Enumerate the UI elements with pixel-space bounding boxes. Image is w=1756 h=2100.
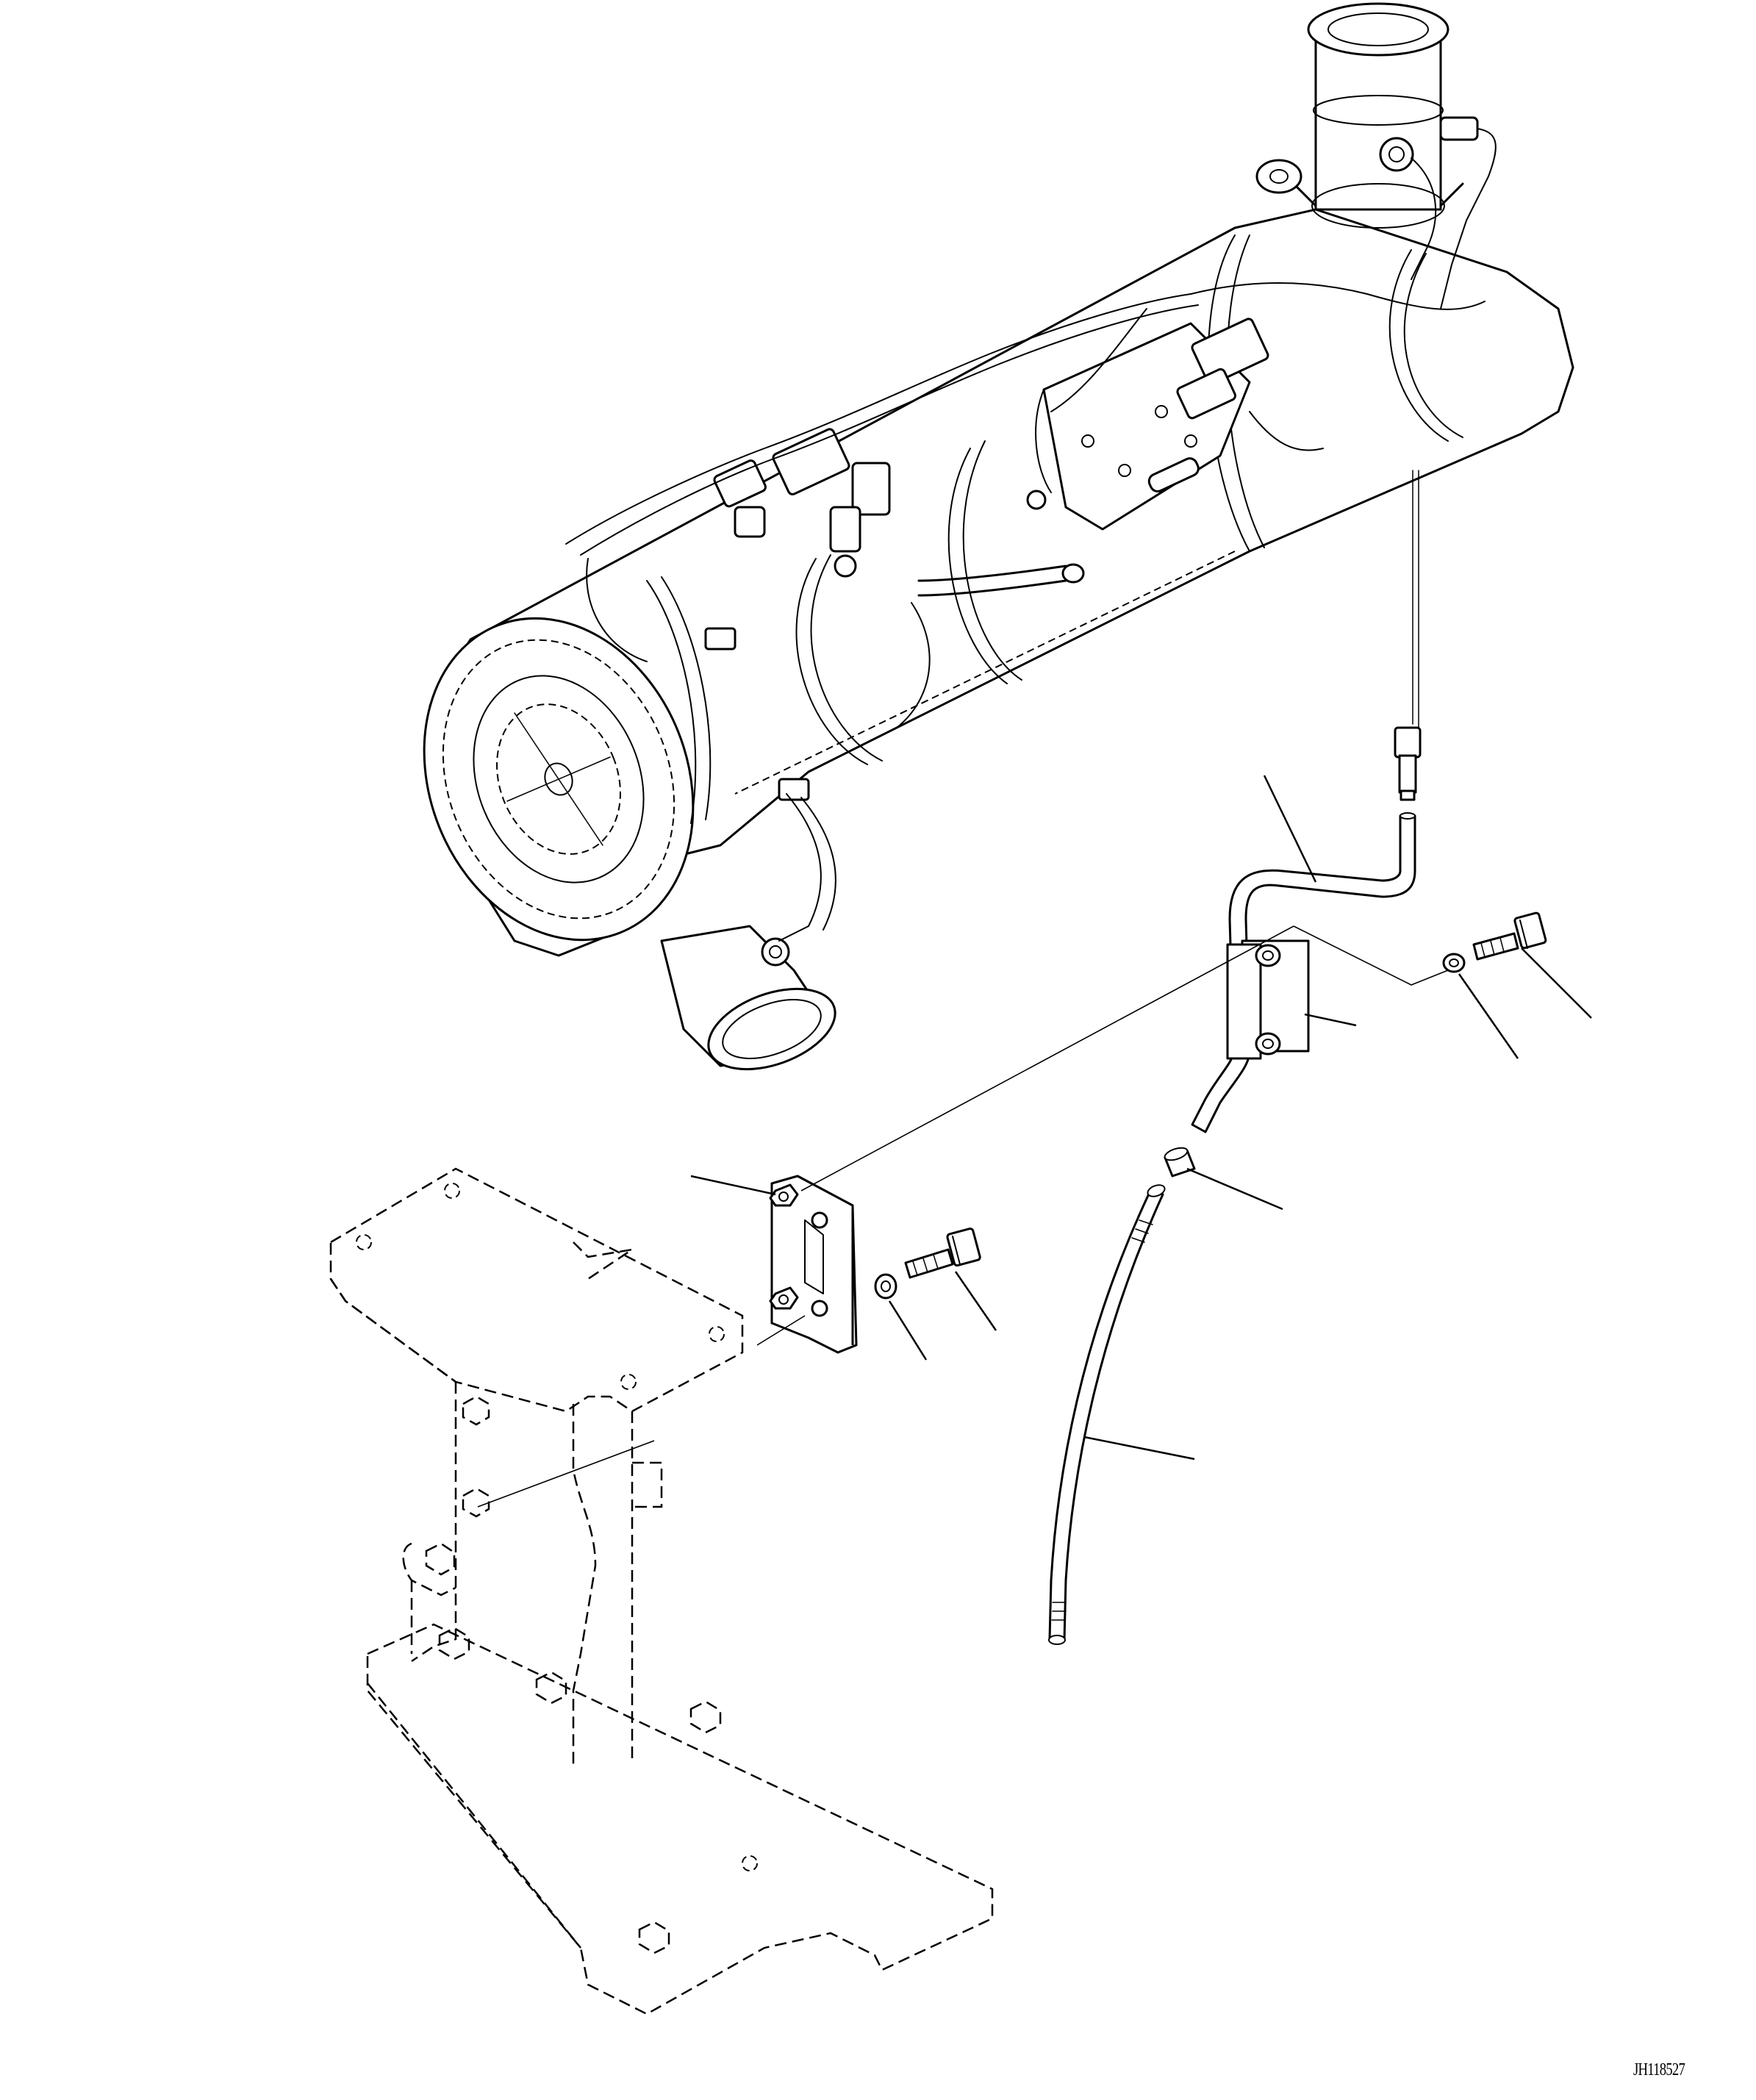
leader-lines [690, 775, 1592, 1461]
leader-bent-tube [1263, 775, 1317, 883]
leader-mounting-bracket [690, 1175, 776, 1196]
washer-left [874, 1273, 897, 1300]
frame-nuts [425, 1395, 722, 1954]
sensor-bracket-plate [1042, 322, 1251, 531]
leader-washer-right [1458, 973, 1519, 1059]
outlet-sensors [1379, 116, 1497, 309]
leader-bolt-left [954, 1271, 997, 1331]
inlet-elbow [660, 925, 836, 1071]
bolt-left [904, 1228, 981, 1279]
frame-phantom [329, 1167, 994, 2015]
leader-tube-clip [1304, 1013, 1357, 1027]
mounting-bracket [769, 1175, 858, 1354]
wiring-harness [565, 282, 1486, 942]
outlet-pipe [1255, 2, 1464, 229]
inlet-end-disc [423, 617, 695, 942]
drawing-id-code: JH118527 [1633, 2060, 1685, 2079]
sensor-modules [713, 318, 1269, 578]
leader-hose [1083, 1436, 1195, 1461]
sensor-fitting [1394, 726, 1422, 801]
leader-hose-sleeve [1186, 1167, 1283, 1211]
washer-right [1442, 953, 1466, 973]
alignment-lines [477, 925, 1449, 1508]
tube-clip [1226, 939, 1310, 1060]
aftertreatment-assembly [423, 2, 1574, 1071]
leader-washer-left [888, 1300, 928, 1361]
bolt-right [1472, 911, 1547, 961]
leader-bolt-right [1521, 947, 1592, 1019]
flexible-hose [1048, 1184, 1166, 1645]
hose-sleeve [1164, 1147, 1196, 1178]
